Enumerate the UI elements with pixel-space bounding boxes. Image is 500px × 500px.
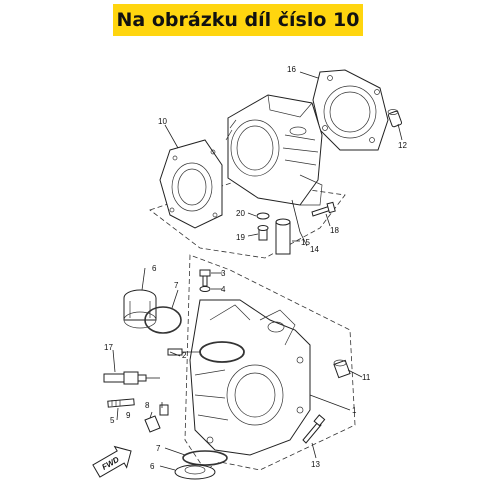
o-ring-7 xyxy=(144,306,182,334)
callout-19: 19 xyxy=(236,233,245,242)
cap-9 xyxy=(144,415,161,433)
callout-1: 1 xyxy=(352,406,357,415)
callout-5: 5 xyxy=(110,416,115,425)
callout-8: 8 xyxy=(145,401,150,410)
forward-direction-arrow-icon: FWD xyxy=(92,445,132,478)
callout-labels: 16 12 10 20 19 15 14 18 3 4 6 7 17 2 5 8… xyxy=(104,65,407,471)
callout-4: 4 xyxy=(221,285,226,294)
callout-7: 7 xyxy=(174,281,179,290)
head-gasket-16 xyxy=(312,69,389,151)
callout-15: 15 xyxy=(301,238,310,247)
callout-17: 17 xyxy=(104,343,113,352)
callout-20: 20 xyxy=(236,209,245,218)
fitting-8 xyxy=(159,404,169,416)
guide-tube-15 xyxy=(275,218,291,255)
callout-16: 16 xyxy=(287,65,296,74)
spark-plug-17 xyxy=(103,371,160,385)
lower-assembly-outline xyxy=(184,254,356,471)
callout-9: 9 xyxy=(126,411,131,420)
callout-7-lower: 7 xyxy=(156,444,161,453)
pin-19 xyxy=(257,225,269,241)
cylinder-gasket-10 xyxy=(159,139,223,229)
cylinder-head-1 xyxy=(189,299,311,456)
callout-2: 2 xyxy=(182,351,187,360)
banner-text: Na obrázku díl číslo 10 xyxy=(116,9,360,31)
bolt-13 xyxy=(302,414,326,444)
callout-12: 12 xyxy=(398,141,407,150)
dowel-pin-11 xyxy=(333,359,351,379)
leader-lines xyxy=(112,71,403,471)
upper-assembly-outline xyxy=(149,179,346,259)
o-ring-7-lower xyxy=(182,450,228,466)
callout-14: 14 xyxy=(310,245,319,254)
callout-11: 11 xyxy=(362,373,371,382)
callout-13: 13 xyxy=(311,460,320,469)
valve-2 xyxy=(167,341,245,363)
stud-bolt-5 xyxy=(107,398,135,408)
dowel-pin-12 xyxy=(387,109,403,128)
callout-18: 18 xyxy=(330,226,339,235)
washer-4 xyxy=(199,286,211,292)
bolt-3 xyxy=(199,269,211,287)
washer-20 xyxy=(256,212,270,220)
callout-3: 3 xyxy=(221,269,226,278)
callout-6: 6 xyxy=(152,264,157,273)
filler-cap-6 xyxy=(123,289,157,329)
callout-6-lower: 6 xyxy=(150,462,155,471)
part-number-banner: Na obrázku díl číslo 10 xyxy=(113,4,363,36)
filler-cap-6-lower xyxy=(174,464,216,480)
cylinder-block xyxy=(225,94,323,206)
callout-10: 10 xyxy=(158,117,167,126)
bolt-18 xyxy=(311,201,336,217)
